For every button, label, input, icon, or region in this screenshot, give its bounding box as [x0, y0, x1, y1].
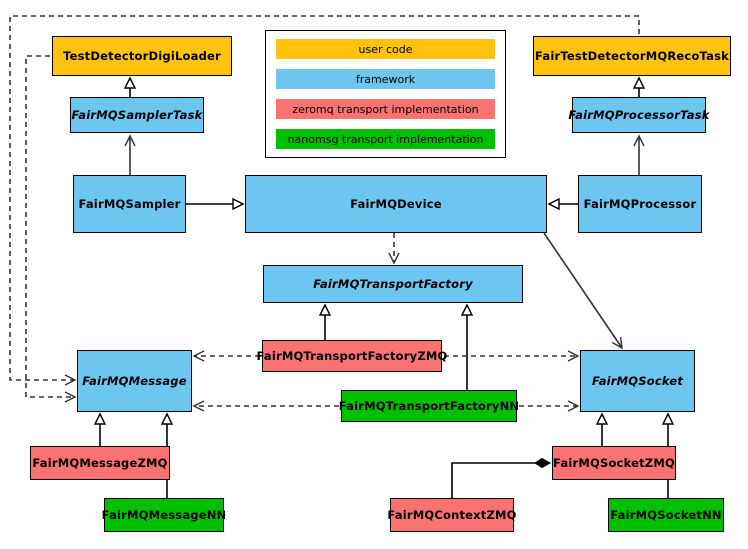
class-node-fairmqmessage[interactable]: FairMQMessage [77, 350, 192, 412]
class-node-fairmqprocessortask[interactable]: FairMQProcessorTask [568, 97, 709, 133]
class-node-testdetectordigiloader[interactable]: TestDetectorDigiLoader [52, 36, 232, 76]
class-node-fairmqsocket[interactable]: FairMQSocket [580, 350, 695, 412]
class-node-fairmqsocketzmq[interactable]: FairMQSocketZMQ [552, 446, 676, 480]
class-node-fairmqsamplertask[interactable]: FairMQSamplerTask [70, 97, 204, 133]
class-node-fairmqtransportfactoryzmq[interactable]: FairMQTransportFactoryZMQ [257, 340, 447, 372]
edge-contextzmq-socketzmq [451, 457, 552, 498]
legend-item-nanomsg: nanomsg transport implementation [276, 129, 495, 149]
legend-item-framework: framework [276, 69, 495, 89]
class-node-fairmqsampler[interactable]: FairMQSampler [73, 175, 186, 233]
class-node-fairmqsocketnn[interactable]: FairMQSocketNN [608, 498, 724, 532]
class-node-fairmqmessagenn[interactable]: FairMQMessageNN [102, 498, 226, 532]
legend: user code framework zeromq transport imp… [265, 30, 506, 158]
class-node-fairmqmessagezmq[interactable]: FairMQMessageZMQ [30, 446, 170, 480]
class-node-fairmqcontextzmq[interactable]: FairMQContextZMQ [387, 498, 516, 532]
legend-item-user-code: user code [276, 39, 495, 59]
class-node-fairtestdetectormqrecotask[interactable]: FairTestDetectorMQRecoTask [533, 36, 731, 76]
class-node-fairmqtransportfactory[interactable]: FairMQTransportFactory [263, 265, 523, 303]
class-node-fairmqdevice[interactable]: FairMQDevice [245, 175, 547, 233]
class-node-fairmqprocessor[interactable]: FairMQProcessor [578, 175, 702, 233]
legend-item-zeromq: zeromq transport implementation [276, 99, 495, 119]
edge-digiloader-message [25, 55, 77, 403]
class-node-fairmqtransportfactorynn[interactable]: FairMQTransportFactoryNN [339, 390, 519, 422]
edge-device-socket [543, 232, 623, 350]
